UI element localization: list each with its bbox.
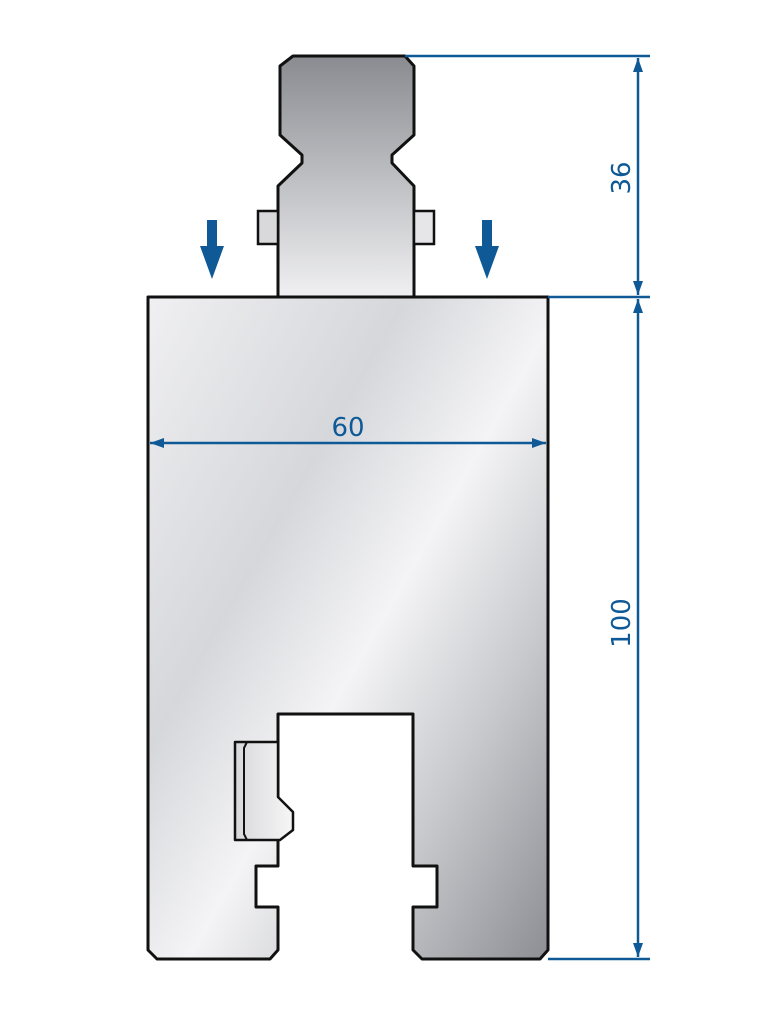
dimension-label-60: 60 (331, 413, 364, 443)
dimension-label-100: 100 (607, 598, 637, 648)
clamp-insert-inner (243, 741, 248, 841)
tang-pin-right (412, 209, 436, 246)
down-arrow-icon (475, 220, 499, 279)
dimension-tang-height (405, 54, 650, 299)
dimension-body-width (150, 438, 546, 448)
dimension-body-height (548, 299, 650, 961)
dimension-label-36: 36 (607, 161, 637, 194)
down-arrow-icon (200, 220, 224, 279)
clamp-insert (233, 740, 295, 842)
tool-body (146, 258, 550, 961)
tang-pin-left (256, 209, 280, 246)
tool-tang (276, 54, 416, 299)
